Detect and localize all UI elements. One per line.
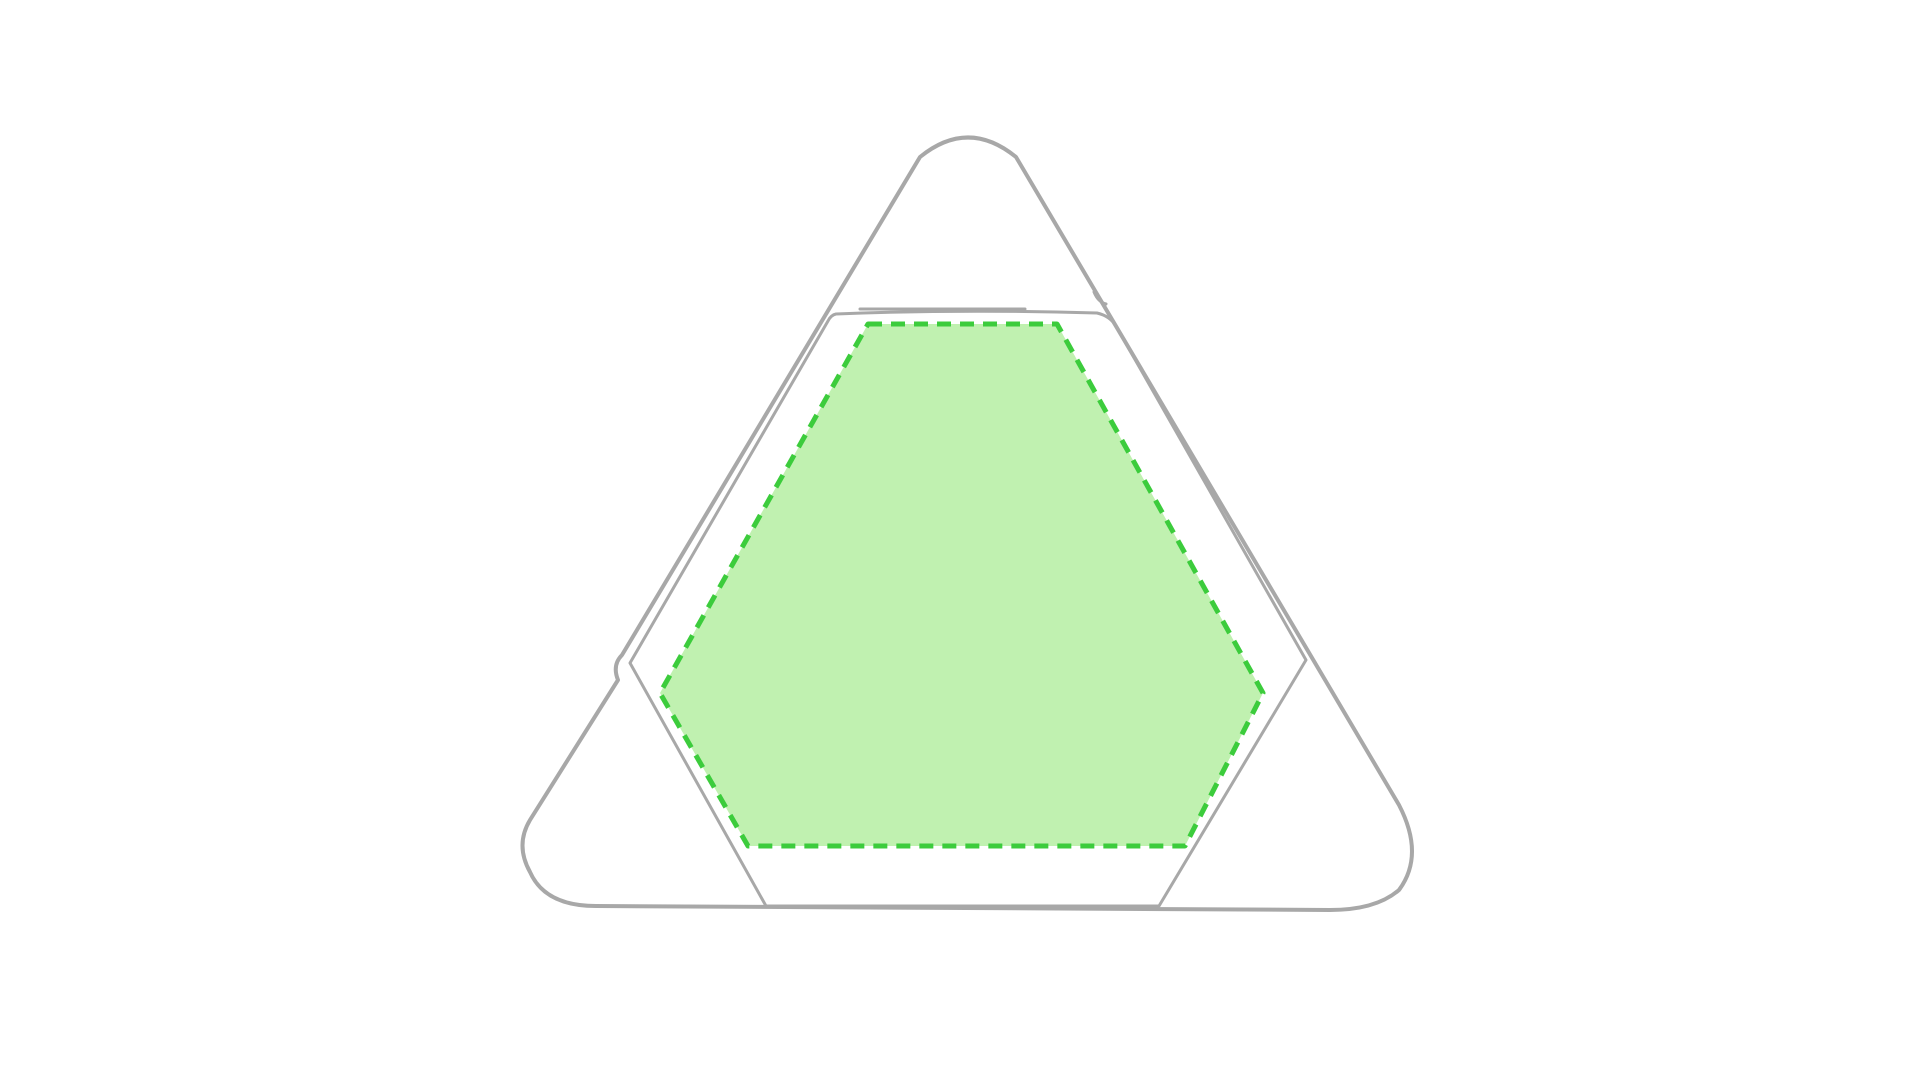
product-right-notch bbox=[1092, 290, 1108, 306]
print-area-hexagon[interactable] bbox=[657, 321, 1266, 849]
product-inner-panel-outline bbox=[628, 309, 1308, 908]
product-outer-outline bbox=[520, 135, 1414, 912]
